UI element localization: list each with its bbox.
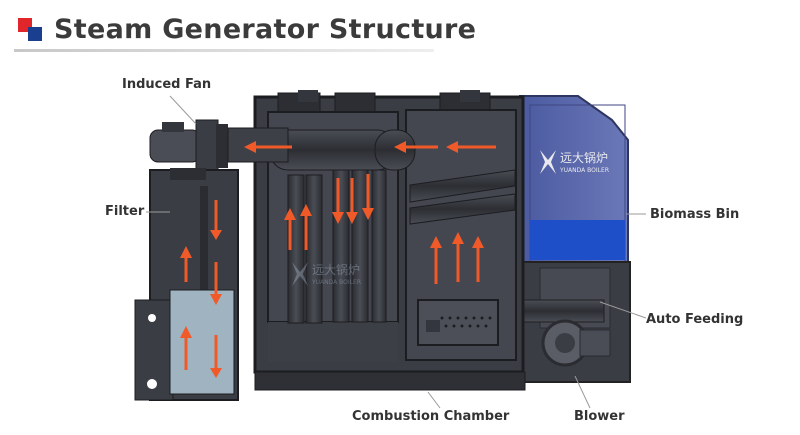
- body-watermark: 远大锅炉 YUANDA BOILER: [292, 262, 361, 286]
- watermark-cn: 远大锅炉: [312, 262, 360, 277]
- label-filter: Filter: [105, 204, 145, 219]
- induced-fan: [149, 119, 289, 173]
- leader-lines: [146, 95, 647, 409]
- label-auto-feeding: Auto Feeding: [646, 312, 744, 327]
- title-underline: [14, 49, 434, 52]
- flow-arrows: [180, 141, 496, 378]
- filter-unit: [134, 168, 239, 401]
- title-bullet-blue: [28, 27, 42, 41]
- label-blower: Blower: [574, 409, 625, 424]
- page-title: Steam Generator Structure: [54, 14, 477, 45]
- brand-en: YUANDA BOILER: [559, 167, 609, 174]
- control-cabinet: [507, 95, 631, 383]
- watermark-en: YUANDA BOILER: [311, 279, 361, 286]
- brand-cn: 远大锅炉: [560, 150, 608, 165]
- label-induced-fan: Induced Fan: [122, 77, 212, 92]
- label-combustion-chamber: Combustion Chamber: [352, 409, 510, 424]
- label-biomass-bin: Biomass Bin: [650, 207, 740, 222]
- boiler-body: [253, 90, 526, 391]
- title-bar: Steam Generator Structure: [0, 0, 476, 58]
- brand-logo: 远大锅炉 YUANDA BOILER: [540, 150, 609, 174]
- filter-water: [169, 289, 235, 395]
- biomass-bin-hopper: [530, 220, 625, 260]
